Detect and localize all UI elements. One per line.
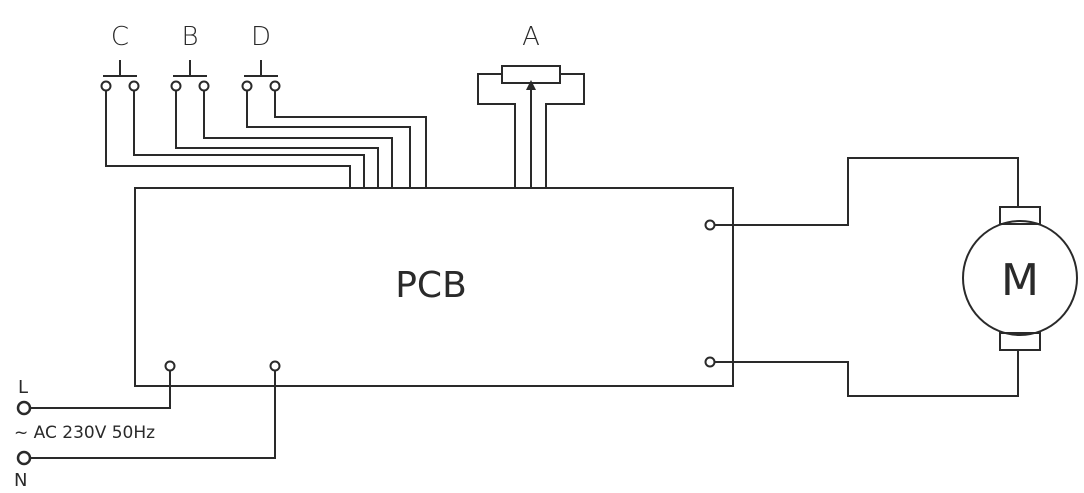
pcb-live-terminal <box>164 360 176 372</box>
push-button-switch-c: C <box>100 22 140 92</box>
switch-wires <box>105 90 427 188</box>
neutral-terminal <box>16 450 32 466</box>
switch-c-label: C <box>111 22 129 52</box>
push-button-switch-b: B <box>170 22 210 92</box>
supply-voltage-label: ~ AC 230V 50Hz <box>14 423 155 443</box>
motor: M <box>962 206 1078 351</box>
motor-label: M <box>1001 255 1039 306</box>
neutral-label: N <box>14 470 27 491</box>
pcb-neutral-terminal <box>269 360 281 372</box>
push-button-switch-d: D <box>241 22 281 92</box>
live-terminal <box>16 400 32 416</box>
pcb-label: PCB <box>395 265 467 306</box>
potentiometer-a: A <box>477 22 585 188</box>
live-label: L <box>18 377 28 398</box>
pcb-motor-terminal-2 <box>704 356 716 368</box>
motor-wires <box>714 157 1019 397</box>
pcb-board: PCB <box>134 187 734 387</box>
switch-d-label: D <box>251 22 271 52</box>
switch-b-label: B <box>181 22 198 52</box>
potentiometer-label: A <box>522 22 540 52</box>
power-supply: L ~ AC 230V 50Hz N <box>14 370 276 491</box>
pcb-motor-terminal-1 <box>704 219 716 231</box>
